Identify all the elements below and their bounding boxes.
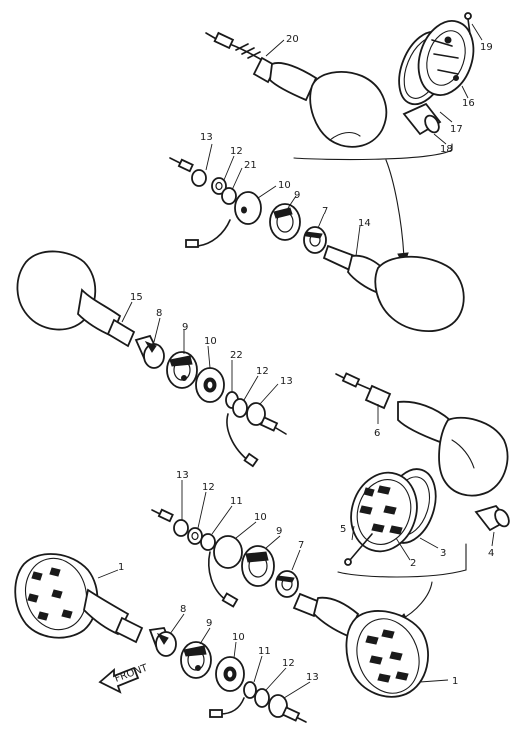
signal-stem-top — [252, 56, 318, 102]
callout-21: 21 — [244, 160, 257, 171]
callout-1b: 1 — [452, 676, 458, 687]
callout-6: 6 — [374, 428, 380, 439]
callout-12a: 12 — [230, 146, 243, 157]
callout-22: 22 — [230, 350, 243, 361]
nut-7a — [303, 226, 327, 254]
right-middle-assembly — [335, 372, 510, 623]
callout-12b: 12 — [256, 366, 269, 377]
callout-13c: 13 — [176, 470, 189, 481]
callout-16: 16 — [462, 98, 475, 109]
callout-labels: 20 19 16 17 18 13 12 21 10 9 7 14 15 8 9… — [118, 34, 494, 687]
callout-18: 18 — [440, 144, 453, 155]
plug-wire-11 — [221, 592, 239, 608]
lower-chain — [151, 508, 429, 698]
callout-13a: 13 — [200, 132, 213, 143]
callout-7b: 7 — [298, 540, 304, 551]
nut-7b — [275, 570, 299, 598]
wire-11b — [219, 697, 245, 715]
bracket-9b — [166, 351, 198, 389]
bracket-9a — [269, 203, 301, 241]
front-arrow: FRONT — [98, 662, 150, 694]
gasket-10d — [215, 656, 245, 692]
top-signal-assembly — [205, 12, 475, 268]
callout-9a: 9 — [294, 190, 300, 201]
callout-12d: 12 — [282, 658, 295, 669]
nut-12b — [232, 398, 248, 418]
callout-1a: 1 — [118, 562, 124, 573]
signal-14 — [322, 244, 465, 332]
callout-11a: 11 — [230, 496, 243, 507]
callout-14: 14 — [358, 218, 371, 229]
screw-5 — [344, 533, 373, 566]
washer-13a — [191, 169, 207, 187]
callout-13b: 13 — [280, 376, 293, 387]
callout-13d: 13 — [306, 672, 319, 683]
callout-4: 4 — [488, 548, 494, 559]
callout-17: 17 — [450, 124, 463, 135]
bolt-8a — [134, 334, 165, 369]
signal-stem-right — [397, 400, 509, 497]
signal-1-left — [14, 553, 144, 644]
wire-connector-20 — [205, 31, 263, 61]
plug-wire-11b — [209, 709, 223, 718]
washer-11a — [200, 533, 216, 551]
group-bracket-right — [337, 543, 467, 578]
bulb-18 — [402, 102, 442, 136]
bulb-4 — [474, 504, 510, 532]
callout-11b: 11 — [258, 646, 271, 657]
washer-11b — [243, 681, 257, 699]
plug-13c — [151, 508, 174, 523]
callout-10c: 10 — [254, 512, 267, 523]
callout-leaders — [97, 23, 495, 699]
screw-19 — [464, 12, 472, 35]
lens-2 — [350, 471, 418, 553]
callout-12c: 12 — [202, 482, 215, 493]
gasket-10c — [213, 535, 243, 569]
plug-13a — [169, 157, 194, 173]
signal-1-right — [292, 592, 429, 698]
callout-19: 19 — [480, 42, 493, 53]
upper-middle-chain — [169, 157, 465, 332]
group-arrow-top — [385, 159, 405, 259]
callout-9b: 9 — [182, 322, 188, 333]
lens-16 — [417, 20, 475, 96]
gasket-10a — [234, 191, 262, 225]
callout-7a: 7 — [322, 206, 328, 217]
callout-8a: 8 — [156, 308, 162, 319]
callout-2: 2 — [410, 558, 416, 569]
callout-20: 20 — [286, 34, 299, 45]
wire-22 — [226, 413, 251, 463]
wire-11 — [208, 551, 227, 601]
group-bracket-top — [293, 143, 453, 161]
signal-lens-top — [309, 71, 388, 148]
bottom-left-assembly — [14, 553, 307, 723]
connector-6 — [335, 372, 392, 410]
callout-9c: 9 — [276, 526, 282, 537]
callout-5: 5 — [340, 524, 346, 535]
bracket-9c — [241, 545, 275, 587]
callout-10a: 10 — [278, 180, 291, 191]
wire-21 — [197, 219, 231, 247]
bracket-9d — [180, 641, 212, 679]
nut-12d — [254, 688, 270, 708]
washer-21 — [221, 187, 237, 205]
bolt-8b — [148, 627, 177, 657]
callout-10d: 10 — [232, 632, 245, 643]
gasket-10b — [195, 367, 225, 403]
callout-3: 3 — [440, 548, 446, 559]
plug-wire-21 — [185, 239, 199, 248]
washer-13b — [246, 402, 266, 426]
washer-13d — [268, 694, 307, 723]
plug-wire-22 — [243, 452, 259, 468]
group-arrow-right — [399, 581, 433, 621]
callout-10b: 10 — [204, 336, 217, 347]
left-middle-chain — [16, 250, 287, 468]
plug-13b — [259, 416, 287, 435]
callout-9d: 9 — [206, 618, 212, 629]
callout-15: 15 — [130, 292, 143, 303]
signal-15 — [16, 250, 136, 348]
callout-8b: 8 — [180, 604, 186, 615]
washer-13c — [173, 519, 189, 537]
